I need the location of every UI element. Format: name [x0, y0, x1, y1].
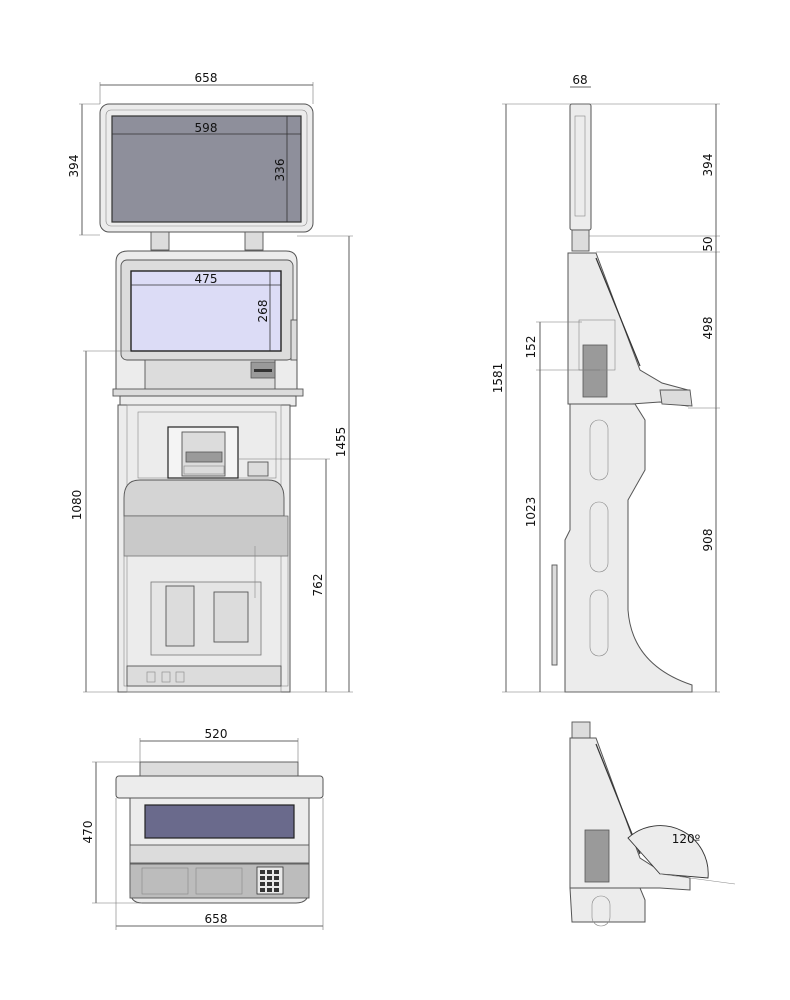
detail-monitor-stub [571, 721, 591, 739]
top-view-module-left [141, 867, 189, 895]
dim-total-height: 1455 [334, 427, 348, 458]
detail-pedestal [569, 887, 646, 923]
top-view: 520 470 658 [81, 727, 324, 930]
dim-side-depth: 68 [572, 73, 587, 87]
dim-counter-height: 1080 [70, 490, 84, 521]
side-slot-upper [589, 419, 609, 481]
side-monitor [569, 103, 592, 231]
dim-side-top: 394 [701, 154, 715, 177]
mount-module-right [213, 591, 249, 643]
detail-angle-ref [659, 873, 736, 885]
shelf-cover [123, 479, 285, 517]
small-module [247, 461, 269, 477]
side-screen-line [595, 257, 641, 367]
dim-side-slot: 152 [524, 336, 538, 359]
dim-top-screen-height: 336 [273, 159, 287, 182]
top-view-module-right [195, 867, 243, 895]
detail-slot-box [584, 829, 610, 883]
side-slot-lower [589, 589, 609, 657]
monitor-post-left [150, 231, 170, 251]
power-socket [161, 671, 171, 683]
base-plinth [126, 665, 282, 687]
dim-lower-screen-width: 475 [195, 272, 218, 286]
dim-side-head: 498 [701, 317, 715, 340]
printer-feed [183, 465, 225, 475]
dim-side-base: 908 [701, 529, 715, 552]
dim-top-depth: 470 [81, 821, 95, 844]
side-post [571, 229, 590, 252]
front-view: 658 394 598 336 475 268 1080 1455 762 [67, 71, 353, 693]
mount-module-left [165, 585, 195, 647]
top-view-monitor [115, 775, 324, 799]
detail-slot [591, 895, 611, 927]
side-slot-box [582, 344, 608, 398]
dim-top-width: 658 [195, 71, 218, 85]
dim-top-screen-width: 598 [195, 121, 218, 135]
dim-printer-height: 762 [311, 574, 325, 597]
side-handle [290, 319, 298, 361]
dim-tilt-angle: 120º [672, 832, 701, 846]
dim-side-total: 1581 [491, 363, 505, 394]
card-reader-slot [254, 369, 272, 372]
fuse-holder [175, 671, 185, 683]
side-slot-middle [589, 501, 609, 573]
side-panel [551, 564, 558, 666]
side-pedestal [564, 403, 693, 693]
side-view: 68 1581 394 50 498 908 152 1023 [491, 73, 720, 693]
detail-angle-arc [627, 825, 709, 879]
top-view-shelf [129, 844, 310, 864]
dim-side-gap: 50 [701, 236, 715, 251]
dim-top-outer-width: 658 [205, 912, 228, 926]
keypad-keys [260, 870, 279, 892]
dim-side-lower: 1023 [524, 497, 538, 528]
top-view-screen [144, 804, 295, 839]
lower-screen [130, 270, 282, 352]
top-view-rear [139, 761, 299, 777]
side-monitor-inner [574, 115, 586, 217]
printer-roller [185, 451, 223, 463]
door-band [123, 515, 289, 557]
dim-top-height: 394 [67, 155, 81, 178]
counter-shelf [112, 388, 304, 397]
top-monitor-bezel [105, 109, 308, 227]
detail-view: 120º [569, 721, 736, 927]
power-switch [146, 671, 156, 683]
side-keyboard [659, 389, 693, 407]
monitor-post-right [244, 231, 264, 251]
dim-top-inner-width: 520 [205, 727, 228, 741]
dim-lower-screen-height: 268 [256, 300, 270, 323]
